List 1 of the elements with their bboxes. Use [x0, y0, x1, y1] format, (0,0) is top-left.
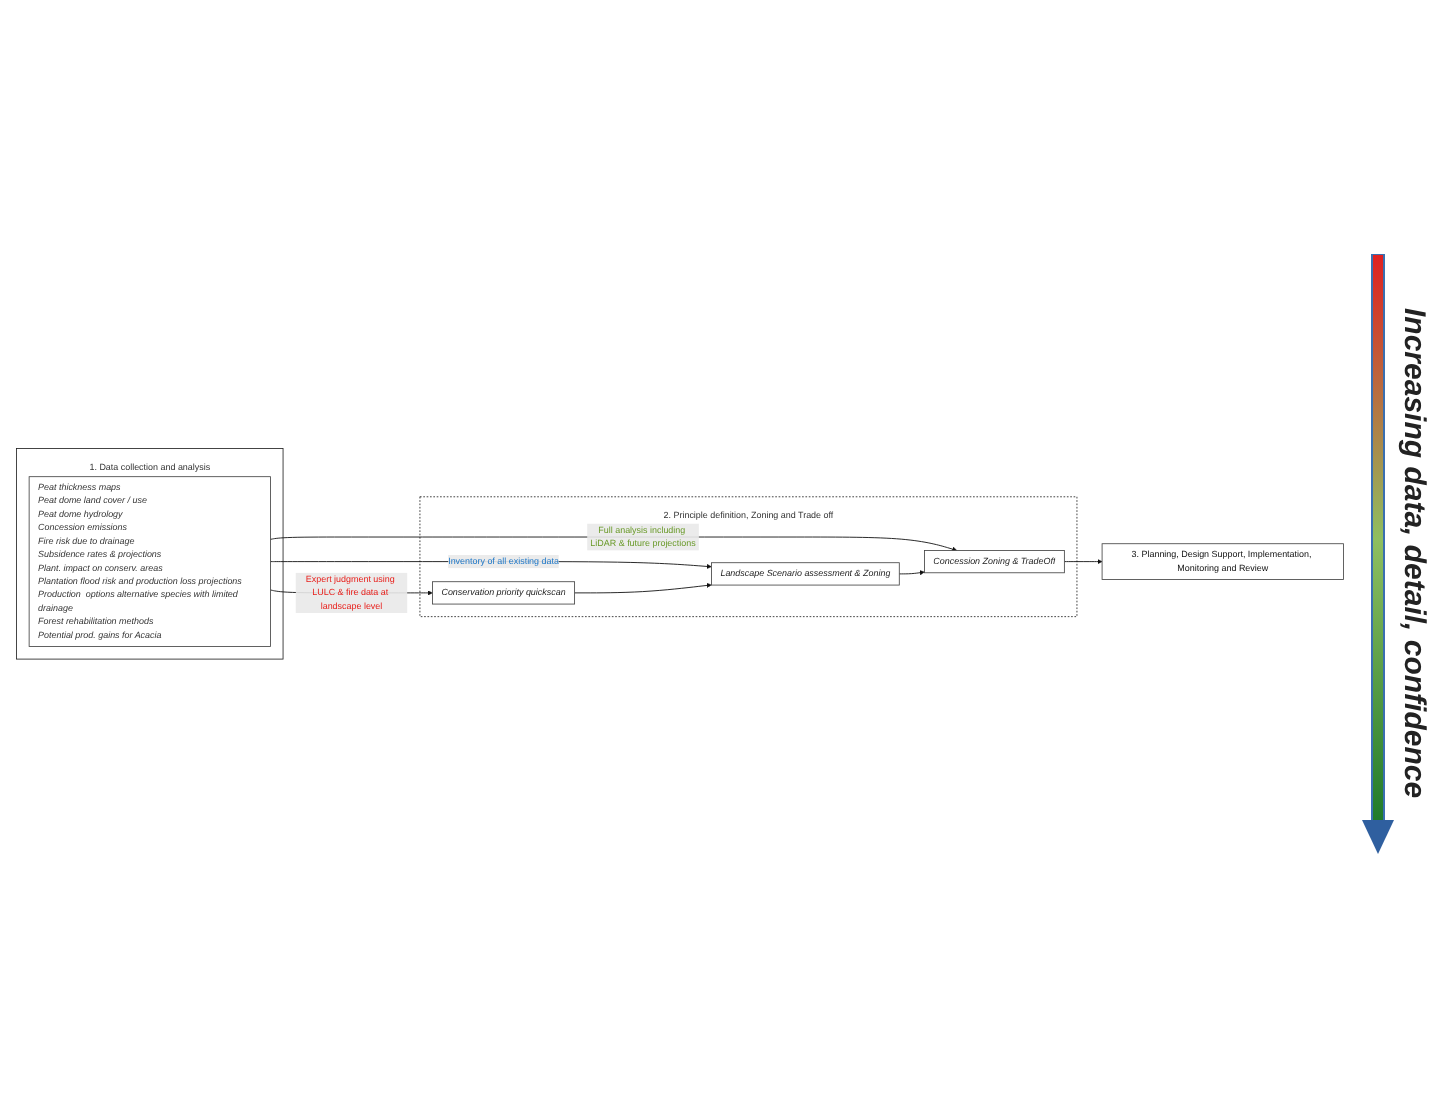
axis-caption: Increasing data, detail, confidence [1397, 308, 1431, 800]
